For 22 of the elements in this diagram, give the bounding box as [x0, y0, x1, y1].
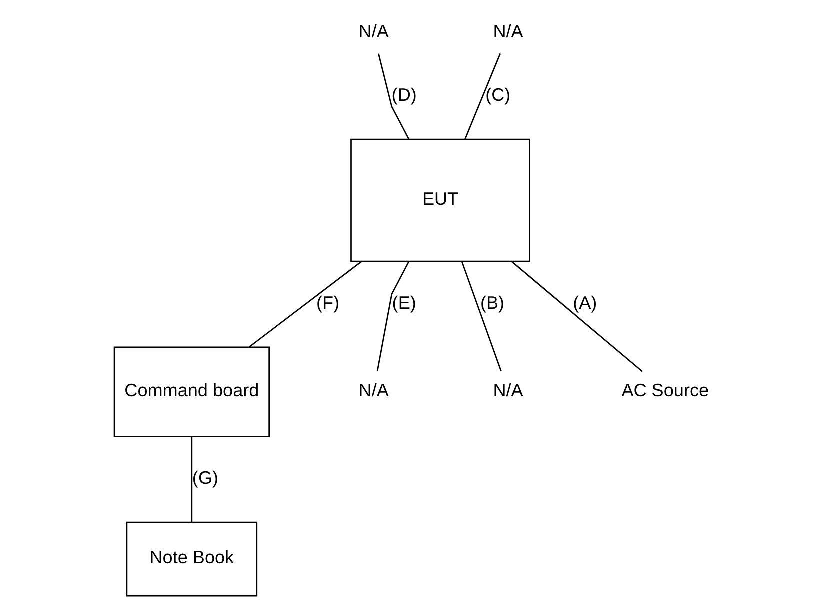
- node-box: Note Book: [126, 522, 258, 597]
- connector: [378, 54, 410, 140]
- node-box: Command board: [114, 346, 270, 438]
- node-text: AC Source: [622, 380, 710, 400]
- connector: [191, 436, 193, 523]
- edge-label: (E): [392, 292, 416, 313]
- connector: [462, 262, 502, 372]
- node-text: N/A: [358, 22, 389, 42]
- edge-label: (D): [392, 84, 417, 105]
- edge-label: (C): [486, 84, 511, 105]
- connector: [464, 53, 502, 140]
- edge-label: (B): [480, 292, 505, 313]
- node-text: N/A: [493, 380, 524, 400]
- node-text: N/A: [358, 380, 389, 400]
- edge-label: (F): [316, 292, 340, 313]
- connector: [512, 261, 643, 372]
- node-text: N/A: [493, 22, 524, 42]
- edge-label: (A): [573, 292, 598, 313]
- connector: [249, 261, 362, 348]
- connector: [376, 262, 410, 372]
- edge-label: (G): [192, 468, 219, 488]
- node-box: EUT: [350, 138, 530, 262]
